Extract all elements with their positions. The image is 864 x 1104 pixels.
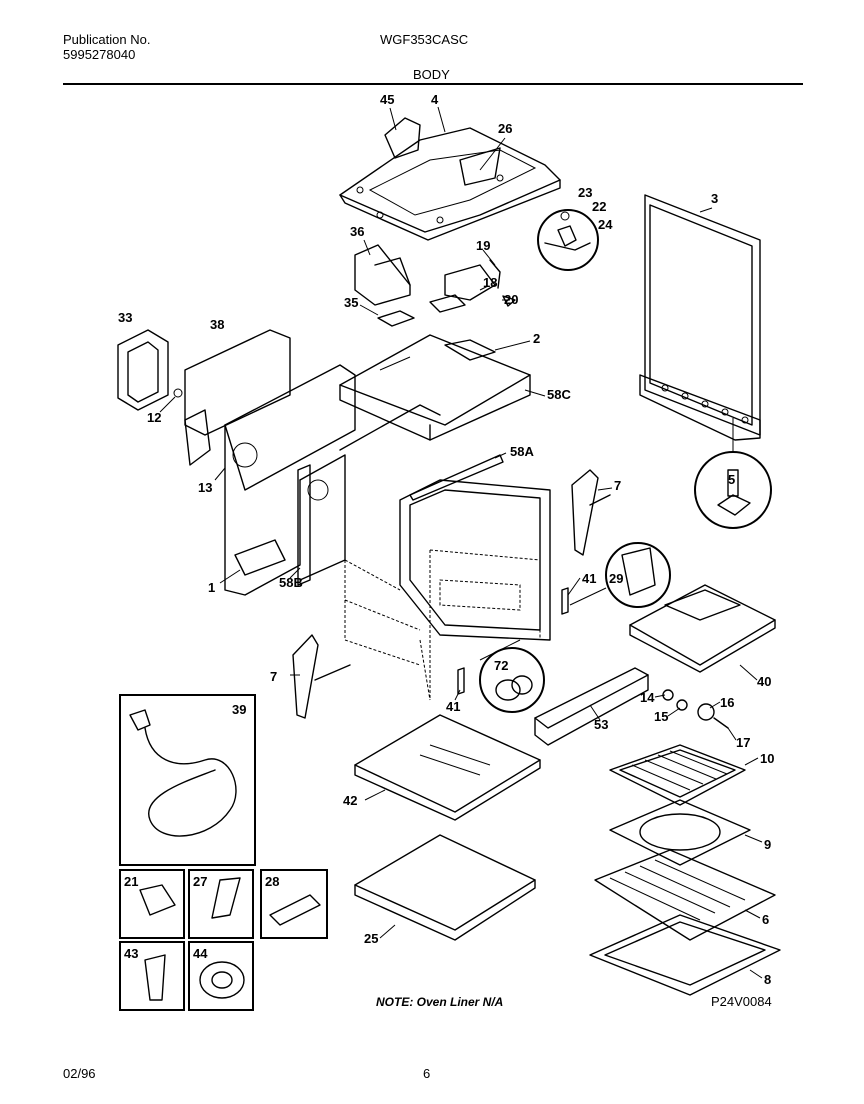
callout-38: 38	[210, 317, 224, 332]
callout-12: 12	[147, 410, 161, 425]
switch-parts	[429, 259, 516, 313]
callout-45: 45	[380, 92, 394, 107]
callout-4: 4	[431, 92, 439, 107]
footer-date: 02/96	[63, 1066, 96, 1081]
callout-24: 24	[598, 217, 613, 232]
callout-33: 33	[118, 310, 132, 325]
model-number: WGF353CASC	[380, 32, 469, 47]
callout-53: 53	[594, 717, 608, 732]
callout-42: 42	[343, 793, 357, 808]
callout-19: 19	[476, 238, 490, 253]
side-panel-part	[639, 194, 761, 441]
callout-40: 40	[757, 674, 771, 689]
callout-6: 6	[762, 912, 769, 927]
leader-lines	[159, 106, 763, 979]
section-title: BODY	[413, 67, 450, 82]
callout-35: 35	[344, 295, 358, 310]
vent-parts	[354, 244, 415, 327]
drawer-panel-part	[629, 584, 776, 673]
callout-15: 15	[654, 709, 668, 724]
detail-circles	[479, 542, 671, 713]
oven-liner-note: NOTE: Oven Liner N/A	[376, 995, 504, 1009]
callout-26: 26	[498, 121, 512, 136]
callout-21: 21	[124, 874, 138, 889]
callout-2: 2	[533, 331, 540, 346]
callout-14: 14	[640, 690, 655, 705]
callout-36: 36	[350, 224, 364, 239]
leveler-detail-part	[694, 418, 772, 529]
callout-28: 28	[265, 874, 279, 889]
callout-8: 8	[764, 972, 771, 987]
hinge-detail-part	[537, 209, 599, 271]
publication-label: Publication No.	[63, 32, 151, 47]
callout-25: 25	[364, 931, 378, 946]
callout-17: 17	[736, 735, 750, 750]
callout-44: 44	[193, 946, 208, 961]
bottom-panels-part	[354, 714, 541, 941]
racks-and-pans	[589, 744, 781, 996]
callout-27: 27	[193, 874, 207, 889]
oven-body-part	[184, 364, 551, 701]
accessory-boxes	[119, 694, 328, 1011]
cooktop-panel-part	[339, 334, 531, 441]
callout-18: 18	[483, 275, 497, 290]
callout-39: 39	[232, 702, 246, 717]
callout-43: 43	[124, 946, 138, 961]
callout-29: 29	[609, 571, 623, 586]
callout-3: 3	[711, 191, 718, 206]
callout-7-lower: 7	[270, 669, 277, 684]
drawing-id: P24V0084	[711, 994, 772, 1009]
publication-number: 5995278040	[63, 47, 136, 62]
rear-panel-part	[117, 329, 291, 436]
callout-13: 13	[198, 480, 212, 495]
callout-20: 20	[504, 292, 518, 307]
callout-58B: 58B	[279, 575, 303, 590]
callout-16: 16	[720, 695, 734, 710]
callout-7-upper: 7	[614, 478, 621, 493]
hinge-parts	[292, 469, 611, 719]
callout-10: 10	[760, 751, 774, 766]
callout-5: 5	[728, 472, 735, 487]
callout-58A: 58A	[510, 444, 534, 459]
callout-41-lower: 41	[446, 699, 460, 714]
callout-22: 22	[592, 199, 606, 214]
callout-58C: 58C	[547, 387, 571, 402]
callout-1: 1	[208, 580, 215, 595]
page-number: 6	[423, 1066, 431, 1081]
callout-23: 23	[578, 185, 592, 200]
callout-9: 9	[764, 837, 771, 852]
kick-rail-part	[534, 667, 729, 746]
header-rule	[63, 83, 803, 85]
top-panel-part	[339, 117, 561, 241]
callout-41-upper: 41	[582, 571, 596, 586]
callout-72: 72	[494, 658, 508, 673]
